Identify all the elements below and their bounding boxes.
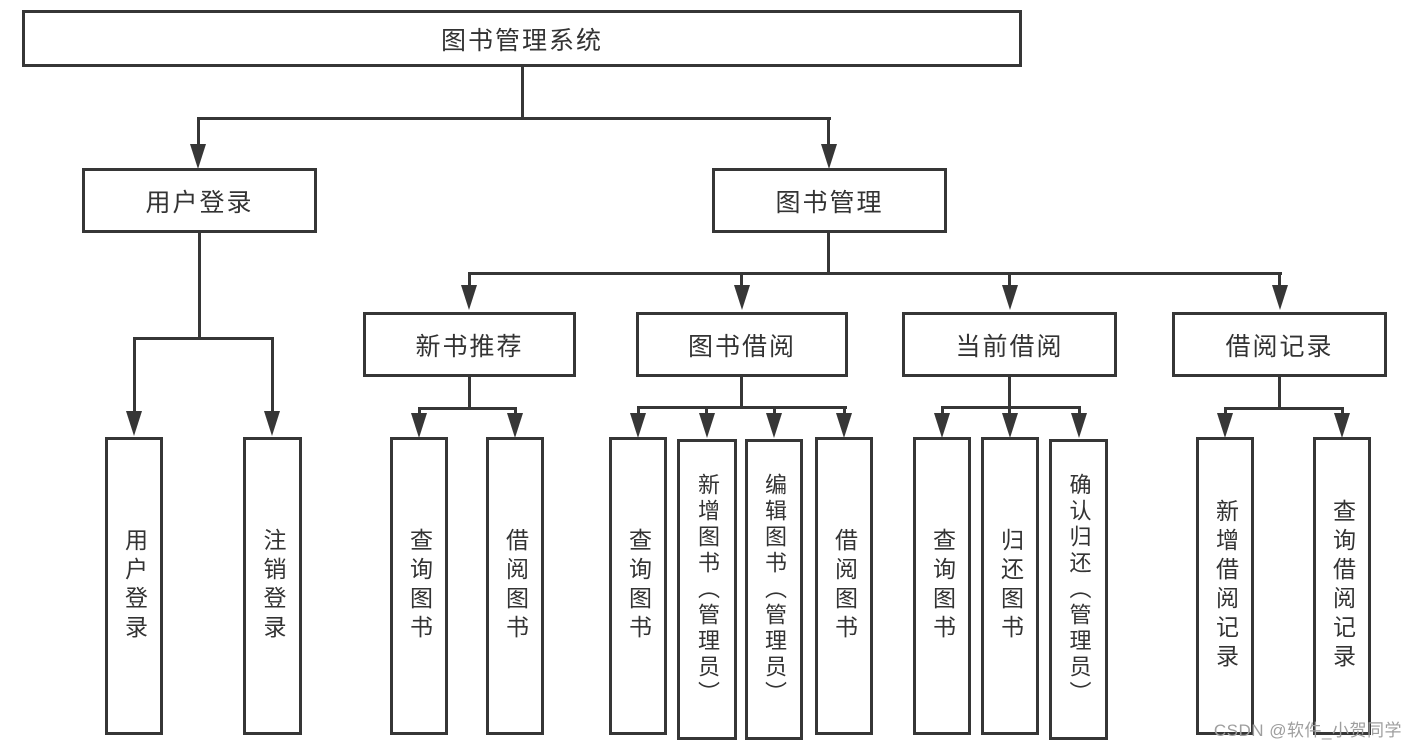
connector-line xyxy=(271,337,274,412)
arrow-down-icon xyxy=(699,413,715,438)
arrow-down-icon xyxy=(1002,413,1018,438)
connector-line xyxy=(198,231,201,338)
connector-line xyxy=(514,407,517,415)
connector-line xyxy=(1078,406,1081,415)
connector-line xyxy=(1224,407,1227,415)
arrow-down-icon xyxy=(190,144,206,169)
arrow-down-icon xyxy=(766,413,782,438)
leaf-confirm-return-admin: 确认归还（管理员） xyxy=(1049,439,1108,740)
node-current-borrowing: 当前借阅 xyxy=(902,312,1117,377)
connector-line xyxy=(1008,272,1011,286)
leaf-add-borrow-record: 新增借阅记录 xyxy=(1196,437,1254,735)
node-book-borrowing: 图书借阅 xyxy=(636,312,848,377)
node-user-login: 用户登录 xyxy=(82,168,317,233)
leaf-add-books-admin: 新增图书（管理员） xyxy=(677,439,737,740)
connector-line xyxy=(468,272,471,286)
connector-line xyxy=(1008,376,1011,407)
leaf-query-books-current: 查询图书 xyxy=(913,437,971,735)
connector-line xyxy=(133,337,274,340)
arrow-down-icon xyxy=(734,285,750,310)
connector-line xyxy=(468,272,1282,275)
arrow-down-icon xyxy=(507,413,523,438)
arrow-down-icon xyxy=(934,413,950,438)
node-book-management: 图书管理 xyxy=(712,168,947,233)
arrow-down-icon xyxy=(1334,413,1350,438)
csdn-watermark: CSDN @软件_小贺同学 xyxy=(1213,721,1402,740)
arrow-down-icon xyxy=(630,413,646,438)
arrow-down-icon xyxy=(126,411,142,436)
node-library-management-system: 图书管理系统 xyxy=(22,10,1022,67)
connector-line xyxy=(941,406,1081,409)
connector-line xyxy=(740,376,743,407)
connector-line xyxy=(705,406,708,415)
leaf-borrow-books-recommend: 借阅图书 xyxy=(486,437,544,735)
connector-line xyxy=(197,117,831,120)
leaf-query-books-borrow: 查询图书 xyxy=(609,437,667,735)
leaf-edit-books-admin: 编辑图书（管理员） xyxy=(745,439,803,740)
connector-line xyxy=(1341,407,1344,415)
connector-line xyxy=(1008,406,1011,415)
connector-line xyxy=(773,406,776,415)
arrow-down-icon xyxy=(264,411,280,436)
node-borrowing-records: 借阅记录 xyxy=(1172,312,1387,377)
leaf-logout: 注销登录 xyxy=(243,437,302,735)
connector-line xyxy=(1224,407,1344,410)
arrow-down-icon xyxy=(1217,413,1233,438)
leaf-user-login: 用户登录 xyxy=(105,437,163,735)
connector-line xyxy=(1278,376,1281,408)
leaf-query-books-recommend: 查询图书 xyxy=(390,437,448,735)
connector-line xyxy=(133,337,136,412)
connector-line xyxy=(637,406,847,409)
connector-line xyxy=(521,66,524,118)
connector-line xyxy=(197,117,200,145)
connector-line xyxy=(637,406,640,415)
leaf-borrow-books: 借阅图书 xyxy=(815,437,873,735)
arrow-down-icon xyxy=(1272,285,1288,310)
connector-line xyxy=(468,376,471,408)
connector-line xyxy=(827,117,830,145)
arrow-down-icon xyxy=(461,285,477,310)
leaf-return-books: 归还图书 xyxy=(981,437,1039,735)
arrow-down-icon xyxy=(821,144,837,169)
connector-line xyxy=(1278,272,1281,286)
arrow-down-icon xyxy=(836,413,852,438)
arrow-down-icon xyxy=(411,413,427,438)
connector-line xyxy=(827,231,830,274)
leaf-query-borrow-record: 查询借阅记录 xyxy=(1313,437,1371,735)
arrow-down-icon xyxy=(1071,413,1087,438)
connector-line xyxy=(418,407,421,415)
arrow-down-icon xyxy=(1002,285,1018,310)
connector-line xyxy=(740,272,743,286)
connector-line xyxy=(843,406,846,415)
node-new-book-recommendation: 新书推荐 xyxy=(363,312,576,377)
connector-line xyxy=(418,407,517,410)
connector-line xyxy=(941,406,944,415)
